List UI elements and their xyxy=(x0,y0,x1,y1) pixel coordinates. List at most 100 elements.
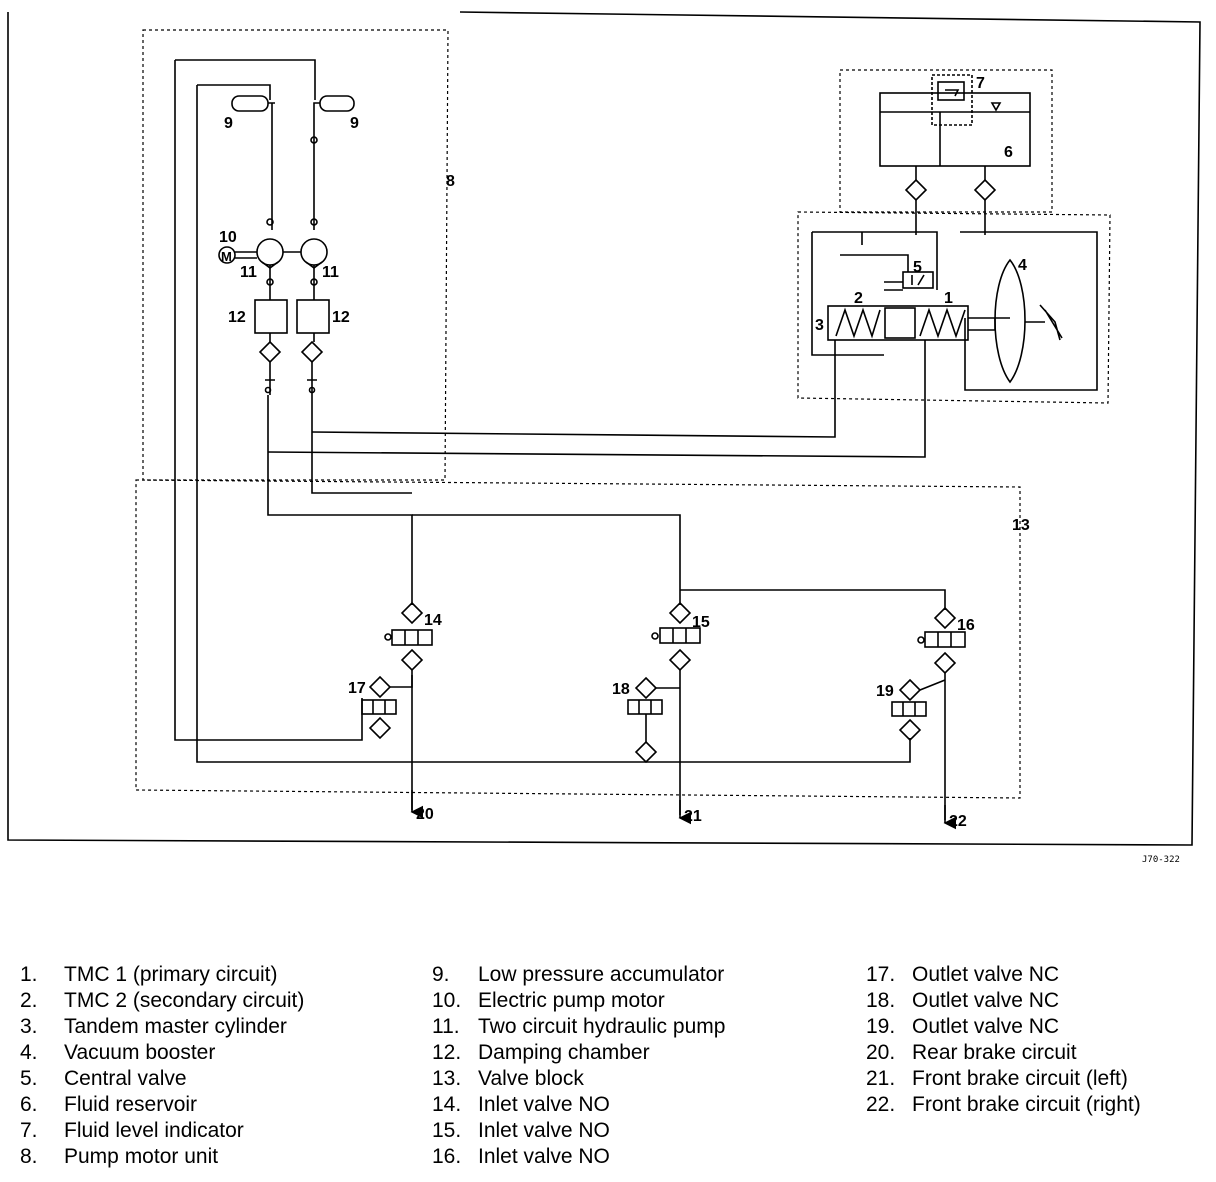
motor-symbol: M xyxy=(221,249,232,264)
outer-frame xyxy=(7,11,1201,846)
legend-item: 5. Central valve xyxy=(20,1066,304,1092)
inlet-valve-16 xyxy=(917,606,966,820)
legend-item-text: Pump motor unit xyxy=(64,1145,219,1168)
tandem-master-cylinder xyxy=(827,305,996,341)
legend-item-number: 17. xyxy=(866,963,896,986)
legend-item-number: 20. xyxy=(866,1041,896,1064)
legend-column-1: 1. TMC 1 (primary circuit) 2. TMC 2 (second… xyxy=(20,962,304,1170)
label-22: 22 xyxy=(949,813,967,830)
legend-item: 21.Front brake circuit (left) xyxy=(866,1066,1141,1092)
central-valve xyxy=(884,271,934,291)
legend-item: 6.Fluid reservoir xyxy=(20,1092,304,1118)
label-12-right: 12 xyxy=(332,309,350,326)
legend-item-text: TMC 1 (primary circuit) xyxy=(64,963,278,986)
legend-item-number: 21. xyxy=(866,1067,896,1090)
legend-item-text: Valve block xyxy=(478,1067,584,1090)
label-17: 17 xyxy=(348,680,366,697)
fluid-reservoir xyxy=(879,92,1031,167)
hydraulic-pump-left xyxy=(256,238,284,269)
legend-column-3: 17. Outlet valve NC 18. Outlet valve NC 19. O… xyxy=(866,962,1141,1118)
legend-item-text: Inlet valve NO xyxy=(478,1145,610,1168)
legend-item-text: Central valve xyxy=(64,1067,187,1090)
inlet-valve-15 xyxy=(651,601,701,815)
low-pressure-accumulator-right xyxy=(313,95,355,230)
legend-item: 13. Valve block xyxy=(432,1066,725,1092)
figure-code: J70-322 xyxy=(1142,855,1180,865)
legend-item-number: 12. xyxy=(432,1041,462,1064)
legend-item-number: 22. xyxy=(866,1093,896,1116)
legend-item: 7. Fluid level indicator xyxy=(20,1118,304,1144)
fluid-level-indicator xyxy=(931,74,973,126)
outlet-valve-17 xyxy=(361,675,413,740)
legend-item: 8.Pump motor unit xyxy=(20,1144,304,1170)
label-19: 19 xyxy=(876,683,894,700)
label-18: 18 xyxy=(612,681,630,698)
legend-item-number: 10. xyxy=(432,989,462,1012)
legend-item: 15.Inlet valve NO xyxy=(432,1118,725,1144)
label-7: 7 xyxy=(976,75,985,92)
legend-item-text: Vacuum booster xyxy=(64,1041,216,1064)
legend-item-number: 13. xyxy=(432,1067,462,1090)
legend-item-text: Rear brake circuit xyxy=(912,1041,1077,1064)
outlet-valve-19 xyxy=(891,678,946,742)
return-line-inner xyxy=(196,84,911,763)
reservoir-filter-left xyxy=(904,178,928,202)
electric-pump-motor xyxy=(218,246,257,264)
label-11-right: 11 xyxy=(322,264,339,281)
legend-item-text: Tandem master cylinder xyxy=(64,1015,287,1038)
legend-item: 11. Two circuit hydraulic pump xyxy=(432,1014,725,1040)
legend-item-text: Outlet valve NC xyxy=(912,1015,1060,1038)
legend-item-text: Outlet valve NC xyxy=(912,989,1060,1012)
legend-item: 16. Inlet valve NO xyxy=(432,1144,725,1170)
label-9-left: 9 xyxy=(224,115,233,132)
legend-item: 17. Outlet valve NC xyxy=(866,962,1141,988)
label-12-left: 12 xyxy=(228,309,246,326)
legend-item-number: 16. xyxy=(432,1145,462,1168)
damping-chamber-left xyxy=(254,299,288,334)
valve-block-boundary xyxy=(135,479,1021,799)
label-13: 13 xyxy=(1012,517,1030,534)
legend-item-text: Front brake circuit (right) xyxy=(912,1093,1141,1116)
brake-hydraulic-diagram: 1 2 3 4 5 6 7 8 9 9 10 M 11 11 12 12 13 … xyxy=(7,11,1201,865)
legend-item-number: 2. xyxy=(20,989,38,1012)
reservoir-filter-right xyxy=(973,178,997,202)
label-3: 3 xyxy=(815,317,824,334)
legend-item-number: 18. xyxy=(866,989,896,1012)
legend-item-text: Fluid level indicator xyxy=(64,1119,244,1142)
filter-left xyxy=(258,340,282,364)
label-14: 14 xyxy=(424,612,442,629)
label-8: 8 xyxy=(446,173,455,190)
legend-item: 22. Front brake circuit (right) xyxy=(866,1092,1141,1118)
legend-item: 20. Rear brake circuit xyxy=(866,1040,1141,1066)
label-2: 2 xyxy=(854,290,863,307)
vacuum-booster xyxy=(994,258,1063,384)
legend-item: 14.Inlet valve NO xyxy=(432,1092,725,1118)
legend-item-text: Two circuit hydraulic pump xyxy=(478,1015,726,1038)
legend-item: 19. Outlet valve NC xyxy=(866,1014,1141,1040)
outlet-valve-18 xyxy=(627,676,680,764)
legend-item-text: Fluid reservoir xyxy=(64,1093,198,1116)
legend-item-number: 7. xyxy=(20,1119,38,1142)
reservoir-unit-boundary xyxy=(839,69,1053,213)
label-16: 16 xyxy=(957,617,975,634)
legend-item-number: 1. xyxy=(20,963,38,986)
label-20: 20 xyxy=(416,806,434,823)
legend-item: 10.Electric pump motor xyxy=(432,988,725,1014)
label-10: 10 xyxy=(219,229,237,246)
legend-item: 2. TMC 2 (secondary circuit) xyxy=(20,988,304,1014)
legend-item: 18. Outlet valve NC xyxy=(866,988,1141,1014)
inlet-valve-14 xyxy=(384,601,433,810)
label-9-right: 9 xyxy=(350,115,359,132)
legend-item-text: Outlet valve NC xyxy=(912,963,1060,986)
legend-item-text: TMC 2 (secondary circuit) xyxy=(64,989,305,1012)
legend-item-number: 4. xyxy=(20,1041,38,1064)
legend-item-number: 19. xyxy=(866,1015,896,1038)
legend-item-number: 14. xyxy=(432,1093,462,1116)
legend-item-number: 5. xyxy=(20,1067,38,1090)
legend-item: 12. Damping chamber xyxy=(432,1040,725,1066)
legend-item: 9.Low pressure accumulator xyxy=(432,962,725,988)
legend-item-text: Inlet valve NO xyxy=(478,1119,610,1142)
label-6: 6 xyxy=(1004,144,1013,161)
legend-item-number: 11. xyxy=(432,1015,460,1038)
legend-item-text: Damping chamber xyxy=(478,1041,650,1064)
